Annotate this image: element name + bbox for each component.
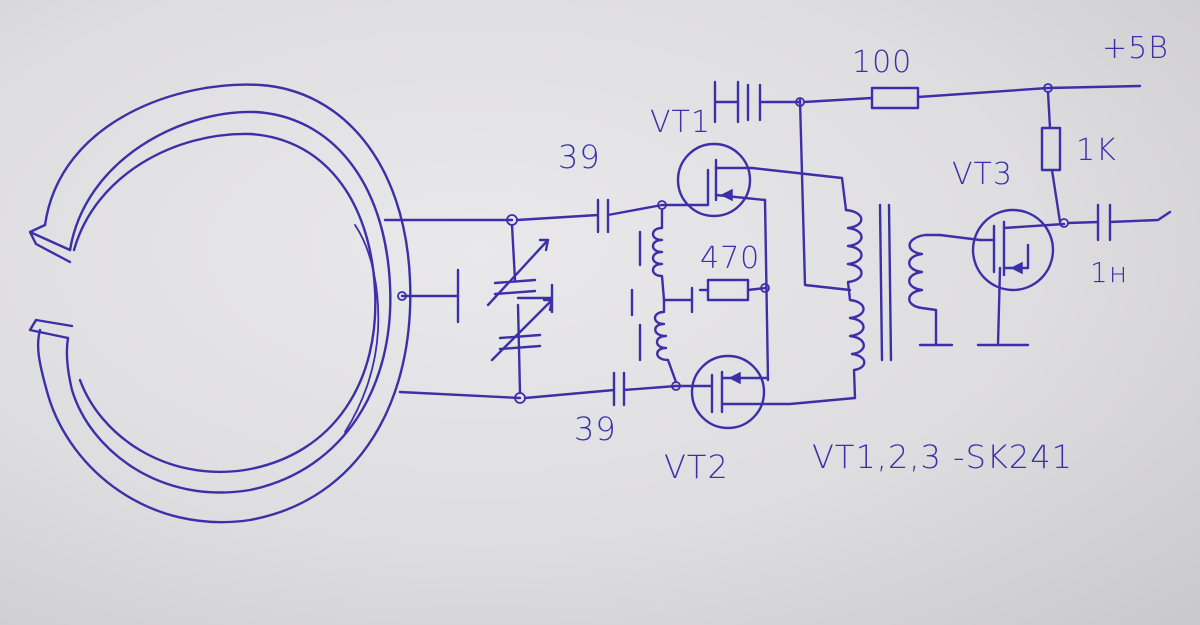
label-c1: 39 bbox=[558, 138, 601, 176]
antenna-outer-ring bbox=[36, 83, 412, 524]
cap-bottom-symbol bbox=[523, 371, 678, 407]
source-bus bbox=[763, 198, 770, 382]
output-capacitor bbox=[1066, 203, 1172, 242]
varcap-wire bbox=[510, 223, 522, 395]
vt1-arrow bbox=[720, 188, 733, 202]
label-note: VT1,2,3 -SK241 bbox=[812, 438, 1073, 476]
primary-centre-tap bbox=[798, 98, 852, 292]
decoupling-capacitor bbox=[746, 83, 762, 122]
label-vt1: VT1 bbox=[650, 105, 711, 140]
output-cap-symbol bbox=[1066, 203, 1172, 242]
label-r3: 470 bbox=[700, 241, 760, 276]
vt1-drain-to-winding bbox=[750, 166, 848, 212]
vt3-arrow bbox=[1010, 261, 1023, 275]
vt3-gate bbox=[978, 224, 996, 274]
transformer-core bbox=[878, 203, 893, 362]
varcap-lower-arrow bbox=[490, 298, 554, 362]
vt3-ground bbox=[976, 266, 1030, 347]
coupling-capacitor-top bbox=[515, 198, 664, 234]
transistor-vt3 bbox=[971, 208, 1069, 347]
antenna-coil-loop bbox=[72, 132, 377, 473]
resistor-470-leads bbox=[698, 286, 767, 292]
antenna-inner-ring bbox=[65, 110, 392, 494]
varcap-lower-plates bbox=[498, 333, 542, 351]
transistor-vt1 bbox=[660, 142, 767, 218]
secondary-leads bbox=[918, 233, 982, 347]
antenna-gap-lower bbox=[28, 318, 74, 340]
varcap-upper-plates bbox=[493, 278, 537, 296]
varcap-ground bbox=[516, 283, 554, 314]
antenna-gap-upper bbox=[28, 223, 72, 264]
antenna-tap-node bbox=[397, 291, 407, 301]
supply-network bbox=[713, 80, 1142, 124]
resistor-1k-bottom-lead bbox=[1050, 168, 1062, 224]
resistor-100-body bbox=[870, 86, 920, 110]
varcap-upper-arrow bbox=[486, 238, 550, 307]
transformer bbox=[750, 98, 982, 400]
transistor-vt2 bbox=[674, 354, 857, 430]
coupling-capacitor-bottom bbox=[523, 371, 678, 407]
input-coil bbox=[630, 200, 694, 391]
label-c3: 1н bbox=[1090, 256, 1128, 289]
label-supply: +5B bbox=[1102, 31, 1169, 66]
coil-winding bbox=[651, 208, 678, 384]
coil-tap-capacitor bbox=[630, 286, 694, 317]
vt2-arrow bbox=[728, 371, 741, 385]
label-vt3: VT3 bbox=[952, 157, 1013, 192]
resistor-470-body bbox=[706, 278, 750, 302]
label-c2: 39 bbox=[574, 410, 617, 448]
vt2-envelope bbox=[690, 354, 766, 430]
vt3-envelope bbox=[971, 208, 1055, 292]
transformer-secondary bbox=[908, 233, 942, 347]
node-sources bbox=[760, 283, 770, 293]
antenna-centre-tap bbox=[400, 268, 460, 324]
label-vt2: VT2 bbox=[664, 448, 729, 486]
vt1-envelope bbox=[676, 142, 752, 218]
resistor-1k-body bbox=[1040, 126, 1062, 172]
antenna-lead-bottom bbox=[398, 390, 522, 400]
loop-antenna bbox=[28, 83, 522, 524]
label-r1: 100 bbox=[852, 45, 912, 80]
resistor-1k-top-lead bbox=[1046, 90, 1052, 130]
cap-top-symbol bbox=[515, 198, 664, 234]
resistor-470 bbox=[698, 198, 770, 382]
resistor-1k bbox=[1040, 90, 1062, 224]
vt2-drain-source bbox=[720, 376, 857, 406]
label-r2: 1K bbox=[1076, 133, 1117, 168]
vt2-gate bbox=[674, 373, 714, 414]
rail-left bbox=[802, 96, 874, 104]
vt3-drain-source bbox=[1002, 222, 1066, 270]
antenna-coil-winding bbox=[344, 224, 380, 433]
decoupling-plate-left bbox=[713, 80, 740, 124]
variable-capacitors bbox=[486, 214, 554, 404]
vt1-gate bbox=[660, 168, 710, 207]
rail-right bbox=[916, 84, 1142, 99]
transformer-primary bbox=[844, 208, 866, 400]
